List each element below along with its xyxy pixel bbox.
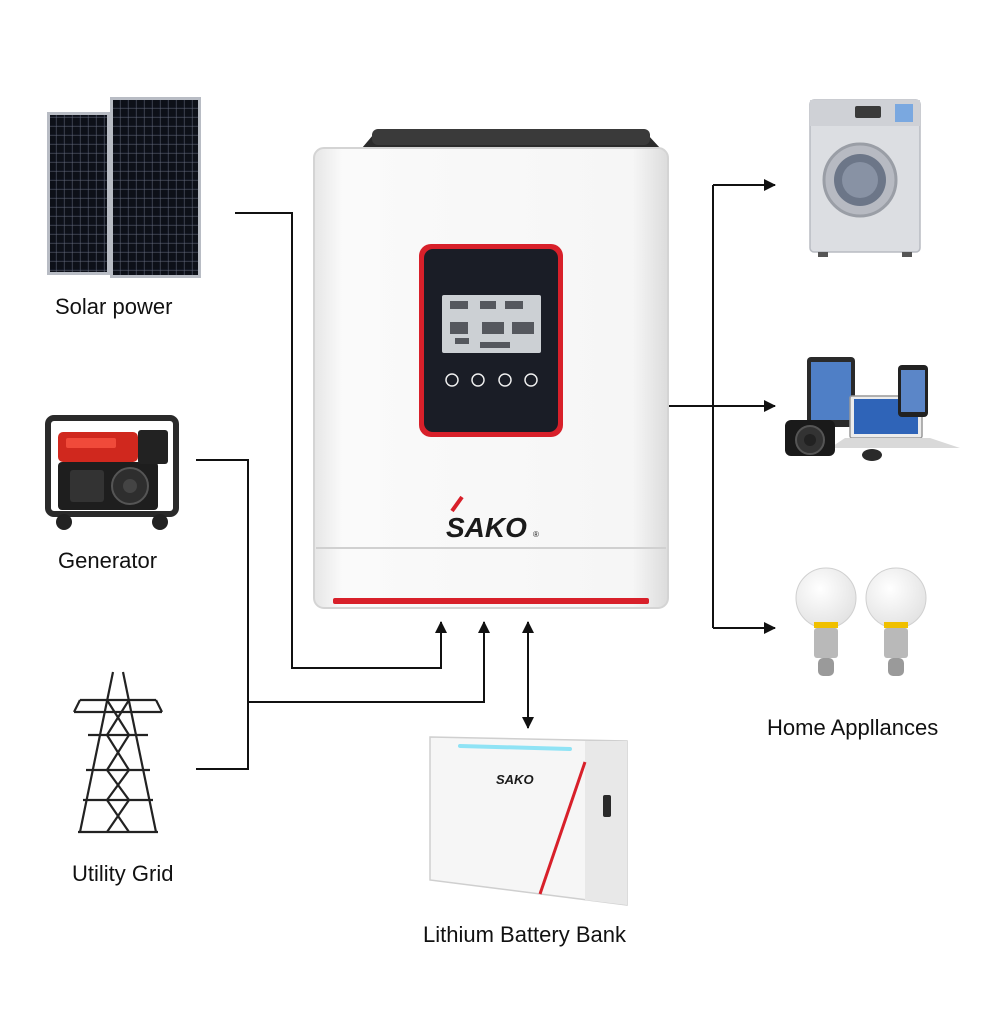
down-arrow-icon — [498, 373, 512, 387]
generator-grid-line — [248, 621, 490, 703]
battery-bank-label: Lithium Battery Bank — [423, 922, 626, 947]
battery-icon: SAKO — [429, 736, 628, 906]
light-bulb-icon — [795, 567, 927, 676]
inverter-brand-logo: SAKO — [446, 512, 527, 543]
generator-line — [196, 459, 249, 770]
electronics-icon — [785, 357, 960, 461]
inverter-icon: SAKO ® — [313, 129, 669, 609]
washing-machine-icon — [809, 99, 921, 257]
solar-power-label: Solar power — [55, 294, 173, 319]
svg-text:SAKO: SAKO — [496, 772, 534, 787]
solar-panel-icon — [47, 97, 201, 278]
display-buttons — [445, 373, 538, 387]
solar-line — [235, 212, 447, 669]
up-arrow-icon — [471, 373, 485, 387]
enter-icon — [524, 373, 538, 387]
utility-grid-label: Utility Grid — [72, 861, 174, 886]
generator-icon — [45, 415, 179, 530]
power-icon — [445, 373, 459, 387]
connection-lines — [196, 179, 776, 770]
svg-text:®: ® — [533, 530, 539, 539]
home-appliances-label: Home Appllances — [767, 715, 939, 740]
generator-label: Generator — [58, 548, 158, 573]
transmission-tower-icon — [73, 671, 163, 834]
